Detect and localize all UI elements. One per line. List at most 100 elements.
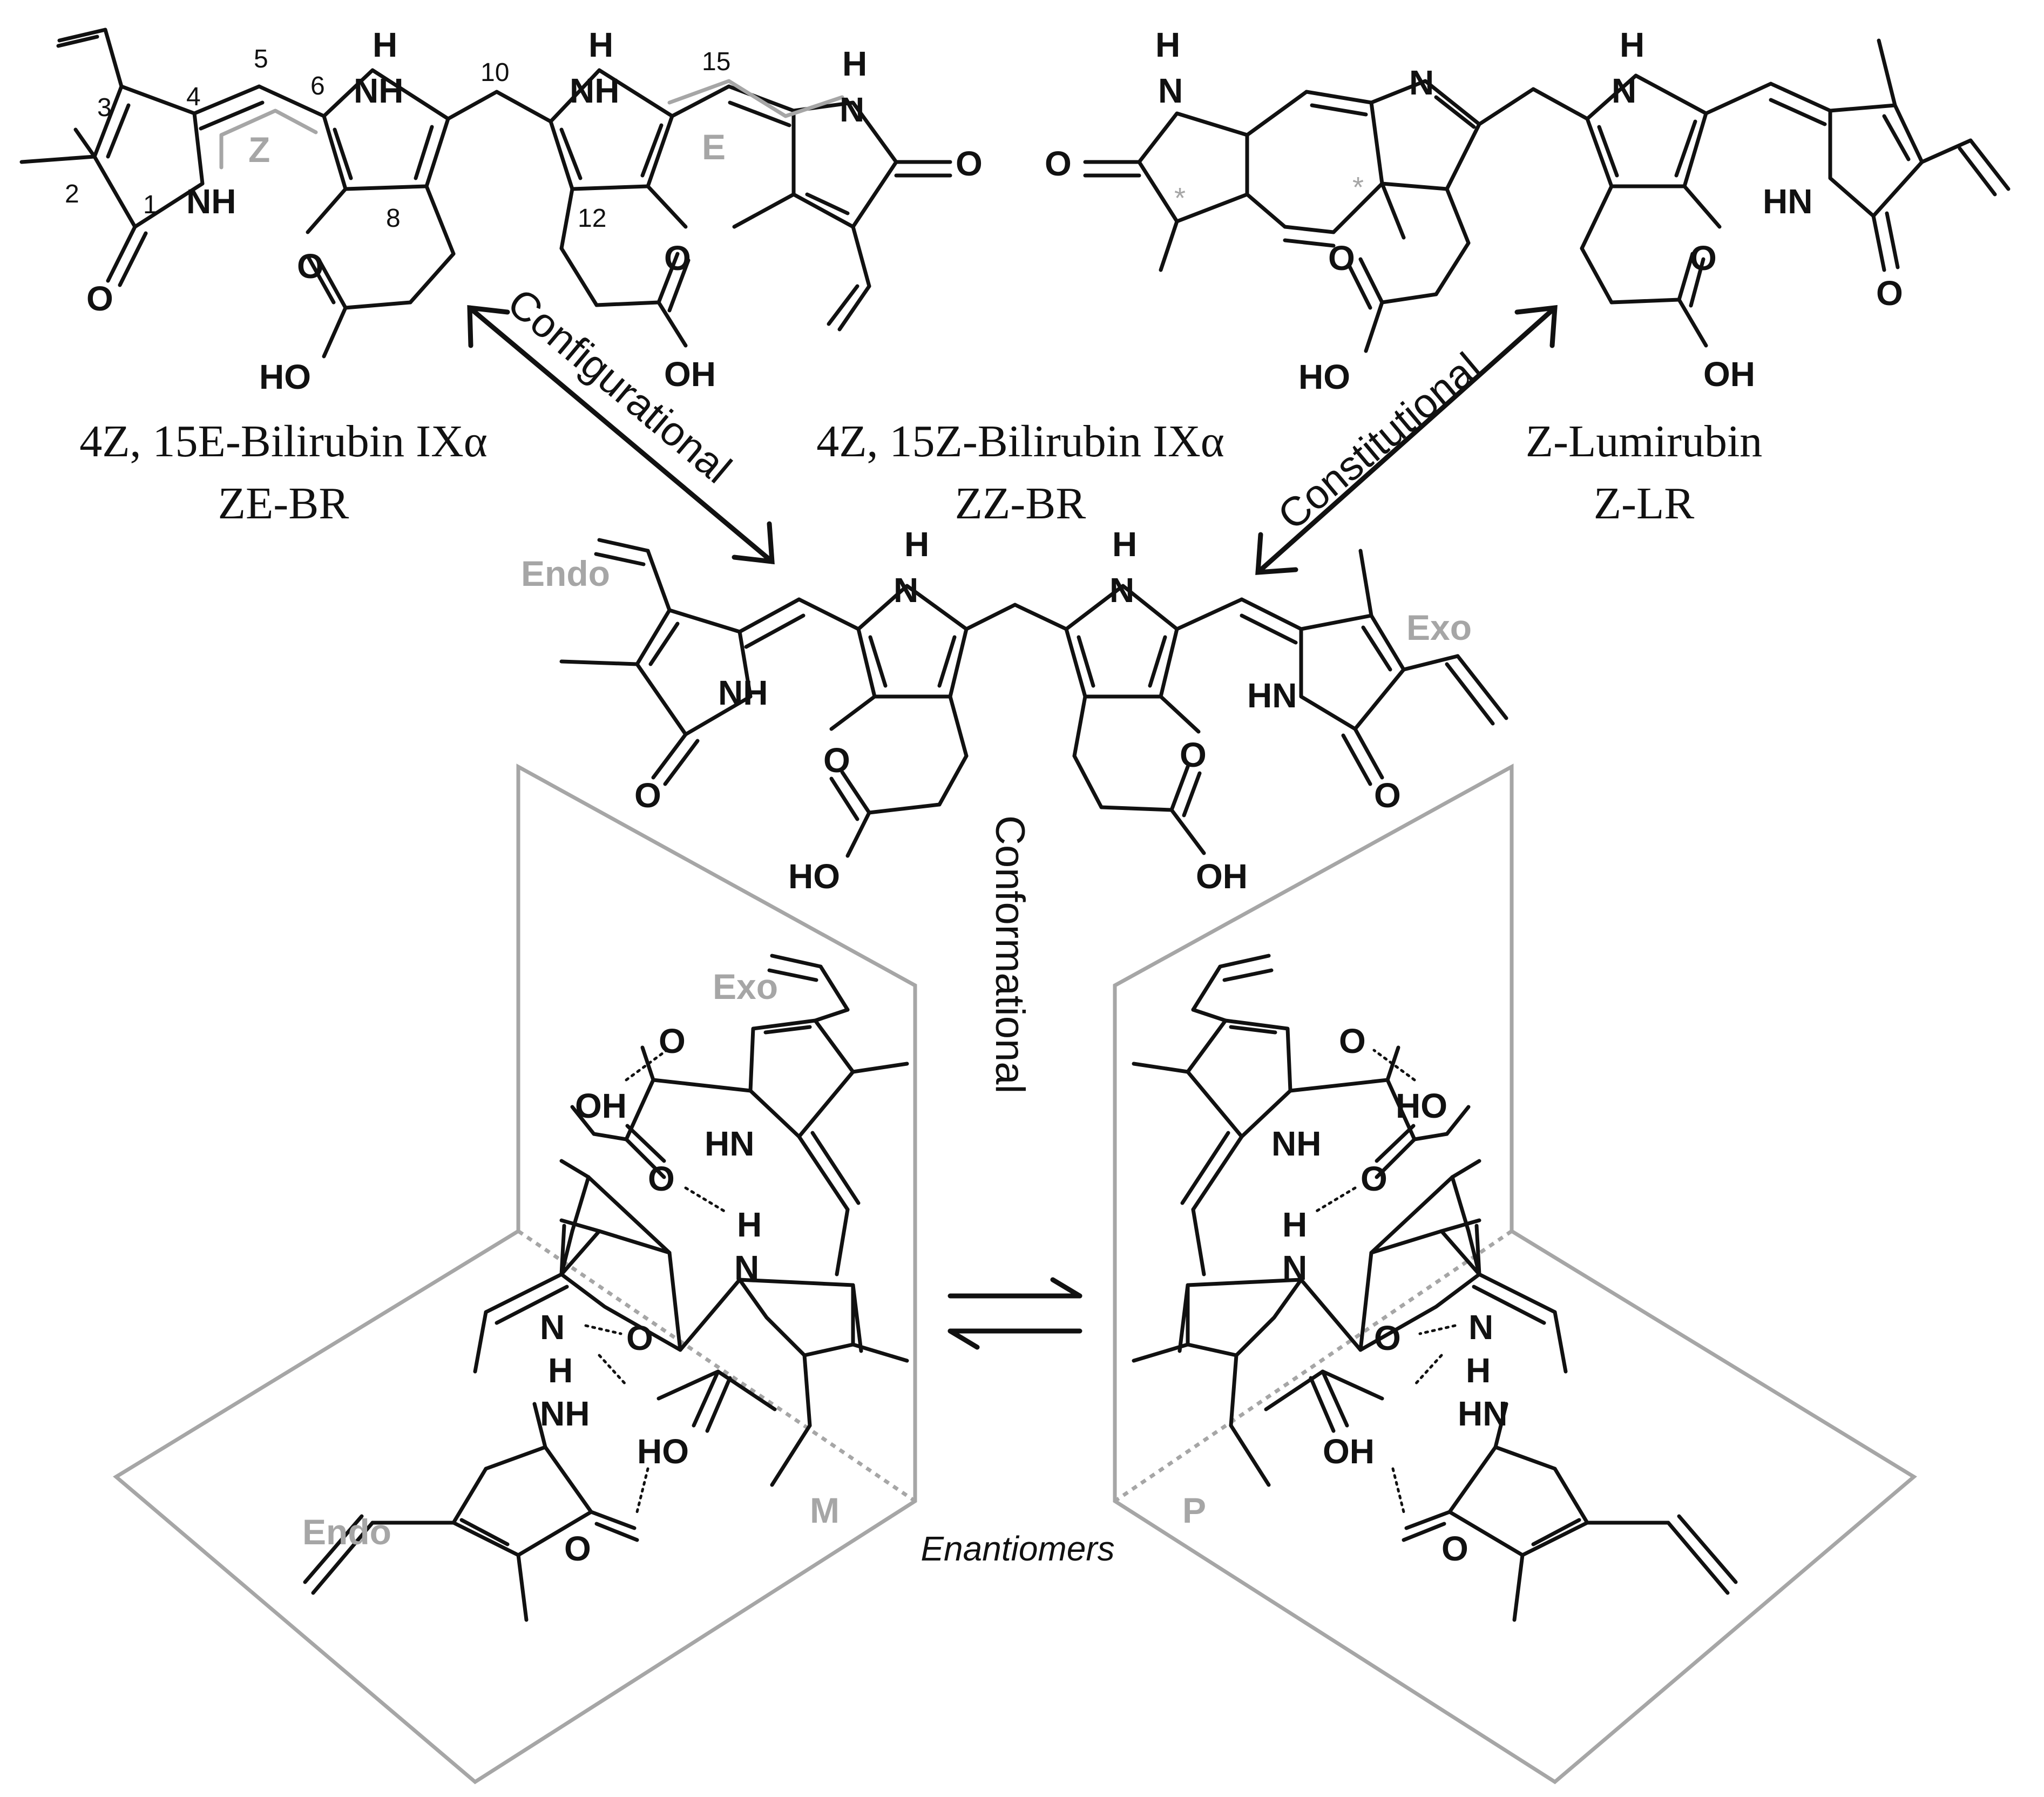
o-label: O: [1339, 1022, 1366, 1060]
h-label: H: [373, 25, 397, 64]
n-label: N: [540, 1308, 565, 1347]
nh-label: NH: [570, 71, 619, 110]
locant-6: 6: [310, 72, 325, 100]
o-label: O: [1876, 274, 1903, 313]
stereocenter-marker: *: [1352, 171, 1364, 204]
endo-label: Endo: [302, 1512, 391, 1552]
o-label: O: [564, 1529, 591, 1568]
hn-label: HN: [1247, 676, 1297, 715]
o-label: O: [1180, 735, 1207, 774]
m-enantiomer-labels: O OH O HN H N N H O NH HO O Exo Endo M: [302, 967, 840, 1568]
hn-label: HN: [1763, 182, 1812, 221]
configurational-arrow: [467, 305, 775, 565]
ho-label: HO: [788, 857, 840, 896]
ho-label: HO: [637, 1432, 689, 1471]
p-enantiomer-panels: [1113, 764, 1917, 1785]
exo-label: Exo: [1406, 607, 1472, 647]
o-label: O: [1374, 1319, 1401, 1357]
conformational-label: Conformational: [987, 815, 1033, 1093]
nh-label: NH: [1271, 1124, 1321, 1163]
oh-label: OH: [1196, 857, 1248, 896]
o-label: O: [1045, 144, 1072, 183]
n-label: N: [894, 571, 918, 610]
o-label: O: [1361, 1159, 1388, 1198]
o-label: O: [626, 1319, 653, 1357]
endo-label: Endo: [521, 553, 610, 593]
locant-3: 3: [97, 93, 112, 122]
stereocenter-marker: *: [1174, 182, 1186, 214]
h-label: H: [1620, 25, 1644, 64]
o-label: O: [659, 1022, 686, 1060]
locant-8: 8: [386, 204, 401, 233]
h-label: H: [548, 1351, 573, 1390]
z-lr-labels: H N O N H N HN O O HO O OH * *: [1045, 25, 1903, 396]
hn-label: HN: [705, 1124, 754, 1163]
h-label: H: [842, 44, 867, 83]
locant-10: 10: [480, 58, 509, 87]
ze-br-name: 4Z, 15E-Bilirubin IXα: [79, 416, 488, 467]
ho-label: HO: [1396, 1086, 1447, 1125]
locant-2: 2: [65, 180, 79, 208]
o-label: O: [1690, 239, 1717, 278]
enantiomers-label: Enantiomers: [921, 1529, 1114, 1568]
locant-12: 12: [578, 204, 606, 233]
oh-label: OH: [664, 355, 716, 394]
o-label: O: [648, 1159, 675, 1198]
o-label: O: [634, 776, 661, 815]
locant-4: 4: [186, 83, 201, 111]
nh-label: NH: [718, 673, 768, 712]
zz-br-structure: [559, 538, 1508, 858]
nh-label: NH: [354, 71, 403, 110]
z-lr-structure: [1083, 38, 2011, 353]
h-label: H: [588, 25, 613, 64]
ho-label: HO: [1298, 357, 1350, 396]
ze-br-labels: NH O H NH H NH H N O O HO O OH 1 2 3 4 5…: [65, 25, 983, 396]
ho-label: HO: [259, 357, 311, 396]
nh-label: NH: [540, 1394, 590, 1433]
o-label: O: [1441, 1529, 1468, 1568]
e-geometry-marker: [667, 79, 844, 118]
n-label: N: [1282, 1248, 1307, 1287]
o-label: O: [86, 279, 113, 318]
p-helicity-label: P: [1182, 1490, 1206, 1530]
n-label: N: [1158, 71, 1183, 110]
z-lr-name: Z-Lumirubin: [1526, 416, 1763, 467]
h-label: H: [1112, 525, 1137, 564]
h-label: H: [737, 1205, 762, 1244]
m-enantiomer-panels: [113, 764, 917, 1785]
locant-1: 1: [143, 191, 158, 219]
locant-5: 5: [254, 45, 268, 73]
o-label: O: [956, 144, 983, 183]
n-label: N: [1468, 1308, 1493, 1347]
n-label: N: [1109, 571, 1134, 610]
o-label: O: [1374, 776, 1401, 815]
n-label: N: [1612, 71, 1636, 110]
n-label: N: [840, 90, 864, 129]
p-enantiomer-labels: O HO O NH H N N H O HN OH O P: [1182, 1022, 1507, 1568]
o-label: O: [823, 741, 850, 780]
o-label: O: [1328, 239, 1355, 278]
z-marker-label: Z: [248, 130, 270, 170]
oh-label: OH: [1323, 1432, 1375, 1471]
o-label: O: [664, 239, 691, 278]
locant-15: 15: [702, 48, 730, 76]
m-enantiomer-hbonds: [584, 1049, 728, 1514]
exo-label: Exo: [713, 967, 778, 1006]
ze-br-structure: [19, 28, 952, 359]
constitutional-arrow: [1255, 305, 1558, 575]
p-enantiomer-structure: [1132, 954, 1738, 1622]
h-label: H: [1155, 25, 1180, 64]
oh-label: OH: [1703, 355, 1755, 394]
h-label: H: [1282, 1205, 1307, 1244]
oh-label: OH: [575, 1086, 627, 1125]
hn-label: HN: [1458, 1394, 1507, 1433]
p-enantiomer-hbonds: [1313, 1049, 1457, 1514]
zz-br-labels: NH O H N H N HN O O HO O OH Endo Exo: [521, 525, 1472, 896]
h-label: H: [904, 525, 929, 564]
h-label: H: [1466, 1351, 1491, 1390]
o-label: O: [297, 247, 324, 286]
m-enantiomer-structure: [303, 954, 909, 1622]
n-label: N: [1409, 63, 1434, 102]
ze-br-abbreviation: ZE-BR: [218, 478, 349, 529]
